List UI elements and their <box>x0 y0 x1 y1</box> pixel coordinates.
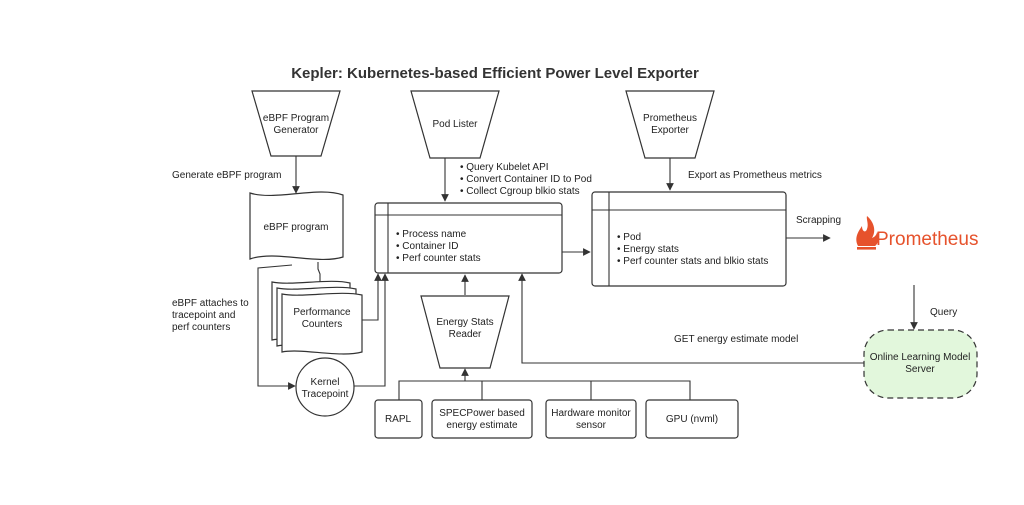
ebpf-program-node: eBPF program <box>249 191 344 261</box>
specpower-node: SPECPower based energy estimate <box>431 399 533 439</box>
specpower-label-line2: energy estimate <box>446 420 518 431</box>
process-table-row-process-name: • Process name <box>396 229 467 240</box>
label-generate-ebpf: Generate eBPF program <box>172 170 282 181</box>
edge-get-model <box>518 273 864 364</box>
edge-program-to-tracepoint <box>257 264 296 390</box>
edge-perf-counters-to-process-table <box>362 273 382 321</box>
prometheus-logo: Prometheus <box>856 216 978 250</box>
pod-lister-label: Pod Lister <box>432 119 478 130</box>
ebpf-program-generator-node: eBPF Program Generator <box>251 90 341 157</box>
exporter-table-row-energy-stats: • Energy stats <box>617 244 679 255</box>
exporter-table-row-perf-blkio: • Perf counter stats and blkio stats <box>617 256 768 267</box>
kernel-tracepoint-label-line1: Kernel <box>311 377 340 388</box>
online-learning-model-server-node: Online Learning Model Server <box>863 329 978 399</box>
process-table-row-container-id: • Container ID <box>396 241 458 252</box>
gpu-nvml-node: GPU (nvml) <box>645 399 739 439</box>
pod-lister-node: Pod Lister <box>410 90 500 159</box>
performance-counters-node: Performance Counters <box>271 280 363 355</box>
prometheus-exporter-node: Prometheus Exporter <box>625 90 715 159</box>
label-pod-lister-note-1: • Query Kubelet API <box>460 162 549 173</box>
label-query: Query <box>930 307 957 318</box>
performance-counters-label-line2: Counters <box>302 319 343 330</box>
process-table-row-perf-counter: • Perf counter stats <box>396 253 481 264</box>
label-scrapping: Scrapping <box>796 215 841 226</box>
rapl-node: RAPL <box>374 399 423 439</box>
label-export-metrics: Export as Prometheus metrics <box>688 170 822 181</box>
hardware-monitor-label-line1: Hardware monitor <box>551 408 631 419</box>
label-pod-lister-note-2: • Convert Container ID to Pod <box>460 174 592 185</box>
hardware-monitor-label-line2: sensor <box>576 420 607 431</box>
online-server-label-line1: Online Learning Model <box>870 352 971 363</box>
exporter-metrics-table: • Pod • Energy stats • Perf counter stat… <box>591 191 787 287</box>
ebpf-program-generator-label-line1: eBPF Program <box>263 113 329 124</box>
hardware-monitor-node: Hardware monitor sensor <box>545 399 637 439</box>
edge-sources-bus <box>398 380 691 400</box>
prometheus-exporter-label-line1: Prometheus <box>643 113 697 124</box>
edge-tracepoint-to-process-table <box>350 273 389 387</box>
prometheus-exporter-label-line2: Exporter <box>651 125 689 136</box>
label-ebpf-attaches-line1: eBPF attaches to <box>172 298 249 309</box>
specpower-label-line1: SPECPower based <box>439 408 525 419</box>
prometheus-flame-icon <box>856 216 879 250</box>
energy-stats-reader-label-line2: Reader <box>449 329 482 340</box>
energy-stats-reader-label-line1: Energy Stats <box>436 317 493 328</box>
process-stats-table: • Process name • Container ID • Perf cou… <box>374 202 563 274</box>
label-pod-lister-note-3: • Collect Cgroup blkio stats <box>460 186 580 197</box>
kernel-tracepoint-node: Kernel Tracepoint <box>295 357 355 417</box>
gpu-nvml-label: GPU (nvml) <box>666 414 718 425</box>
rapl-label: RAPL <box>385 414 412 425</box>
ebpf-program-generator-label-line2: Generator <box>273 125 319 136</box>
energy-stats-reader-node: Energy Stats Reader <box>420 295 510 369</box>
prometheus-wordmark: Prometheus <box>876 229 978 250</box>
kernel-tracepoint-label-line2: Tracepoint <box>302 389 349 400</box>
label-ebpf-attaches-line2: tracepoint and <box>172 310 235 321</box>
label-get-energy-model: GET energy estimate model <box>674 334 798 345</box>
label-ebpf-attaches-line3: perf counters <box>172 322 230 333</box>
performance-counters-label-line1: Performance <box>293 307 351 318</box>
exporter-table-row-pod: • Pod <box>617 232 641 243</box>
diagram-title: Kepler: Kubernetes-based Efficient Power… <box>291 65 699 82</box>
ebpf-program-label: eBPF program <box>263 222 328 233</box>
online-server-label-line2: Server <box>905 364 935 375</box>
